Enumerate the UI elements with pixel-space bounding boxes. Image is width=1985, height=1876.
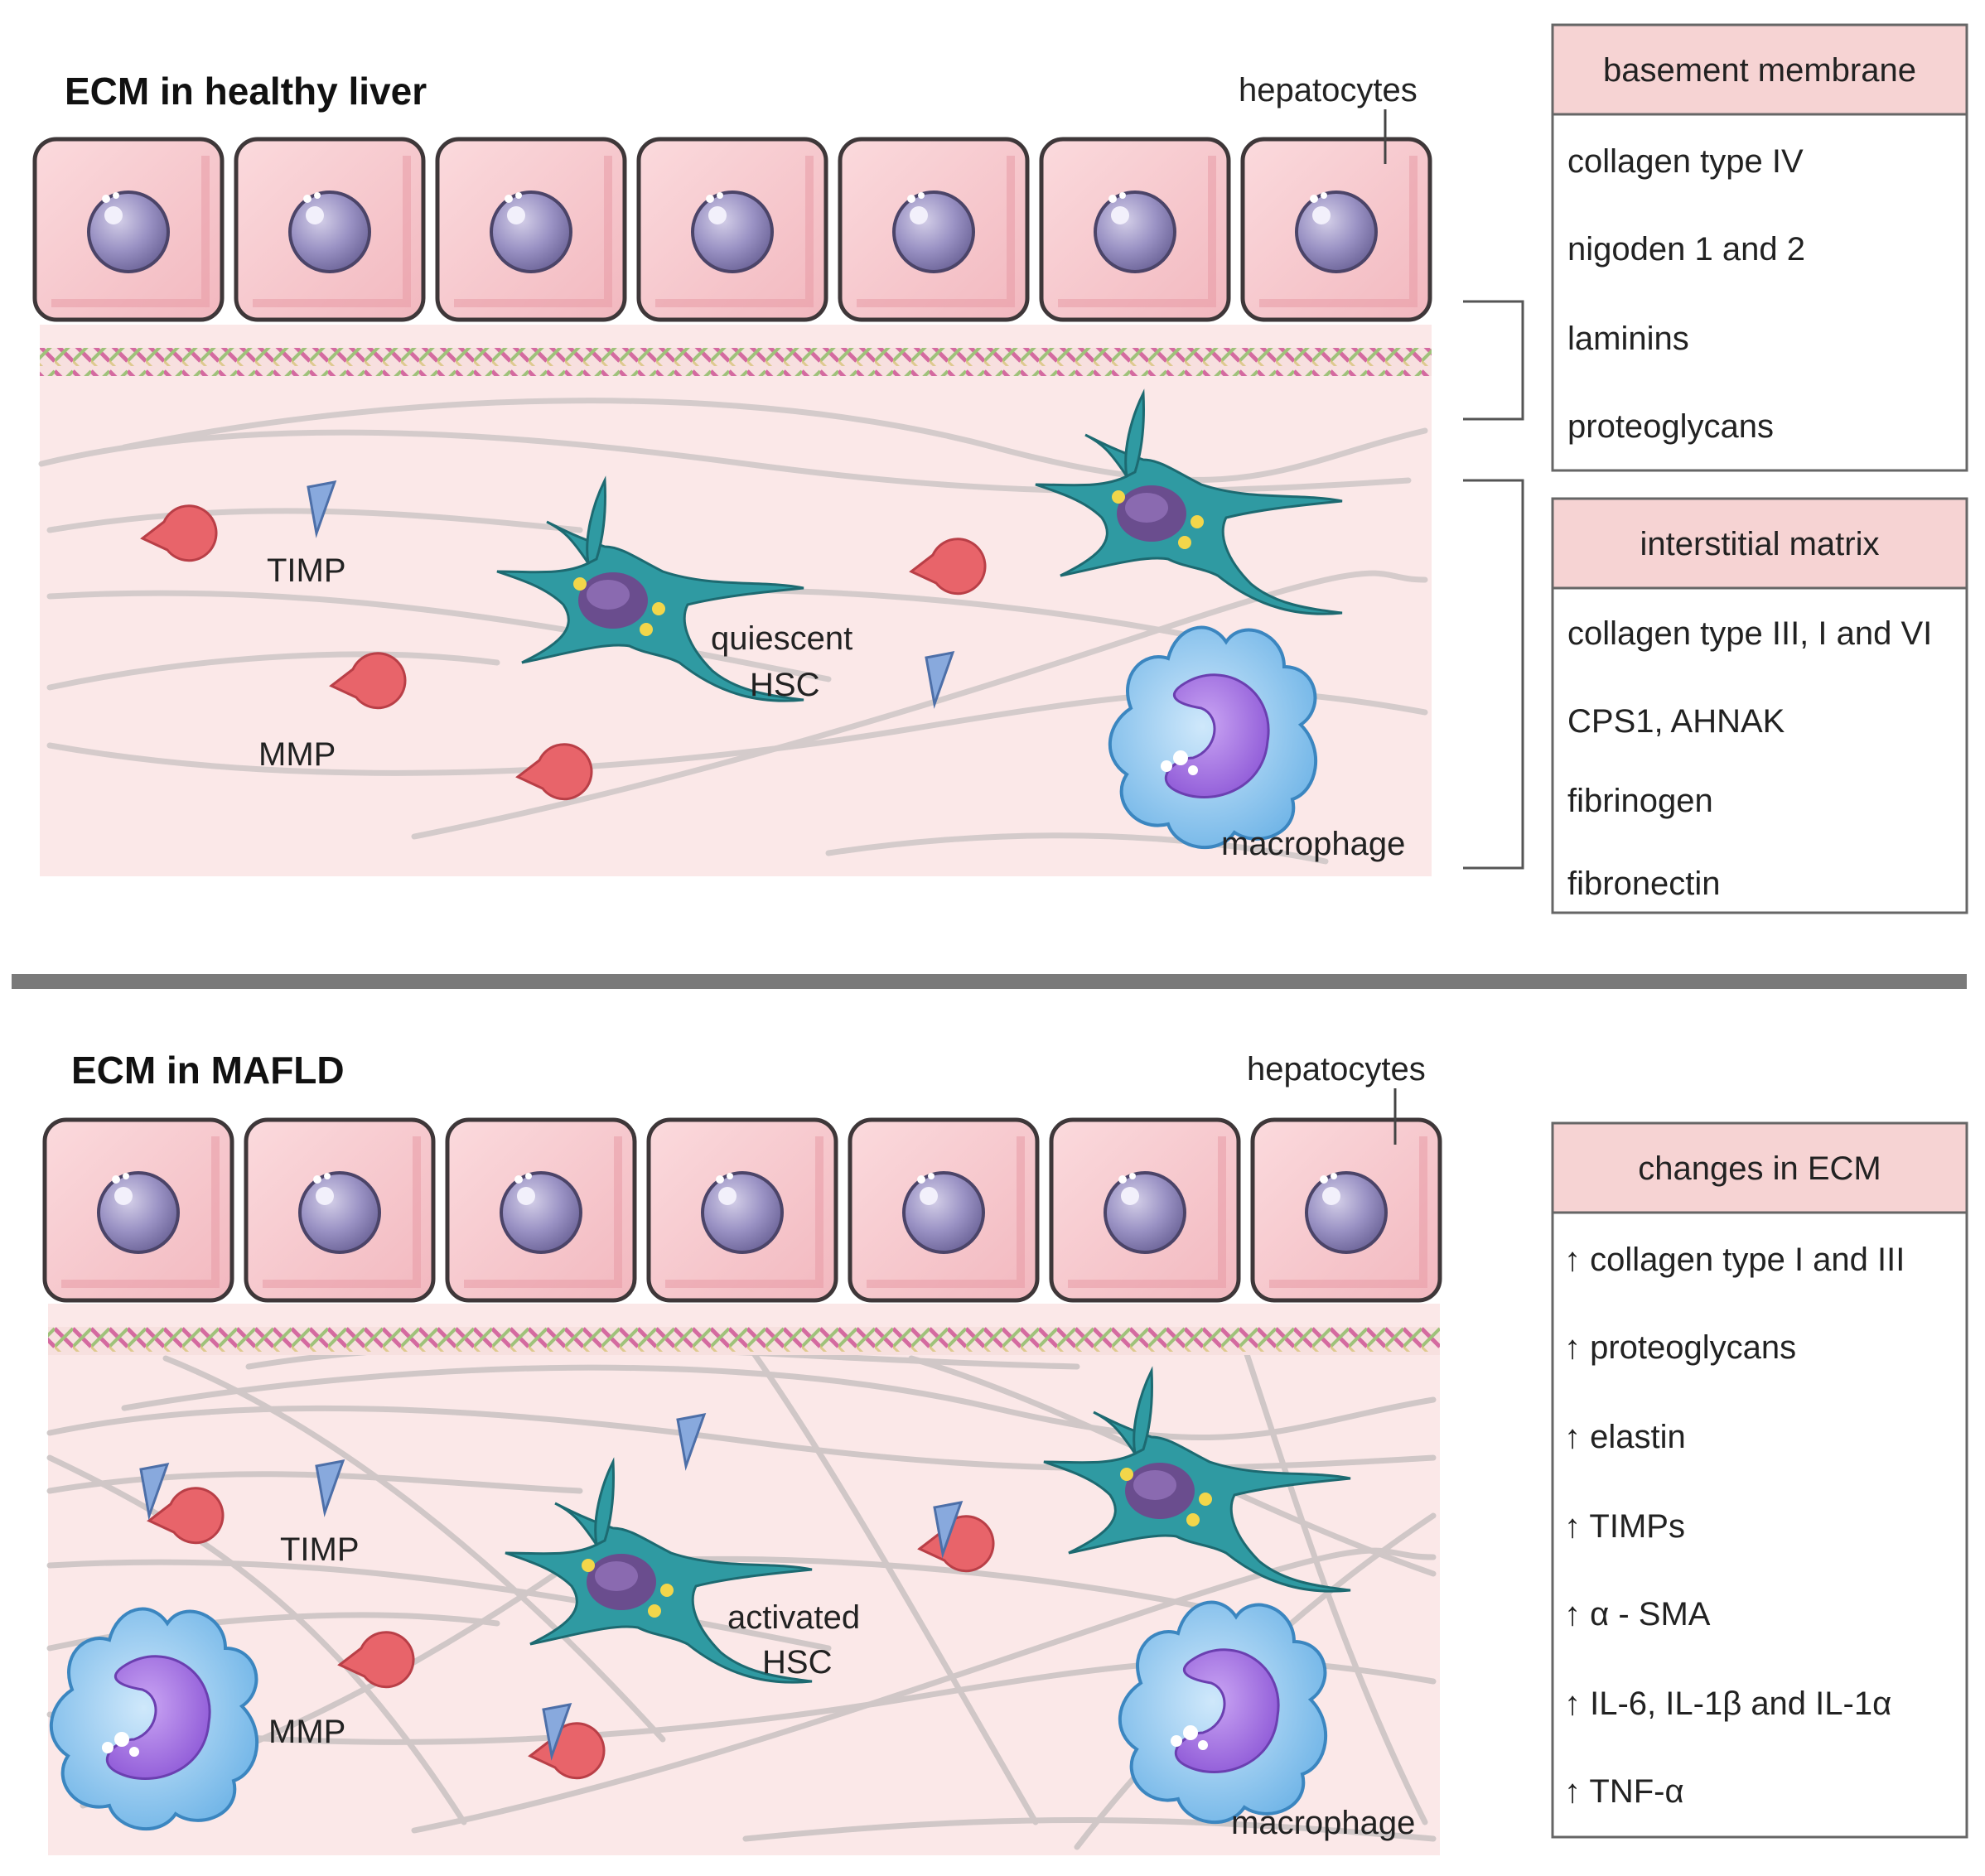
box-header: basement membrane [1603,52,1916,89]
hepatocyte-row [45,1120,1440,1300]
timp-label: TIMP [267,552,346,589]
hepatocyte-cell [246,1120,433,1300]
box-item: nigoden 1 and 2 [1567,231,1805,268]
healthy-panel: ECM in healthy liver hepatocytes TIMP MM… [35,70,1524,876]
mmp-label: MMP [268,1714,345,1750]
hepatocyte-cell [236,139,423,320]
mmp-label: MMP [258,736,336,773]
panel-title: ECM in healthy liver [65,70,427,113]
hepatocyte-cell [850,1120,1037,1300]
box-item: ↑ TIMPs [1564,1508,1685,1545]
box-item: fibronectin [1567,866,1721,902]
hepatocyte-row [35,139,1430,320]
hepatocyte-cell [639,139,826,320]
hepatocyte-cell [840,139,1027,320]
hepatocyte-cell [1041,139,1229,320]
box-header: changes in ECM [1638,1150,1881,1187]
box-item: ↑ IL-6, IL-1β and IL-1α [1564,1686,1891,1722]
basement-membrane-strand [48,1327,1440,1355]
timp-label: TIMP [280,1531,360,1568]
hepatocyte-cell [35,139,222,320]
hepatocyte-cell [45,1120,232,1300]
hepatocyte-cell [1051,1120,1239,1300]
basement-membrane-box: basement membrane collagen type IV nigod… [1551,23,1968,472]
hsc-label-line2: HSC [762,1644,832,1681]
hsc-label-line2: HSC [750,667,819,703]
box-item: CPS1, AHNAK [1567,703,1785,740]
macrophage-label: macrophage [1231,1805,1415,1841]
hepatocytes-label: hepatocytes [1239,72,1418,109]
box-item: ↑ α - SMA [1564,1596,1711,1632]
hepatocyte-cell [649,1120,836,1300]
hepatocyte-cell [1243,139,1430,320]
box-item: collagen type IV [1567,143,1804,180]
box-item: ↑ TNF-α [1564,1773,1684,1810]
box-item: proteoglycans [1567,408,1774,445]
hepatocytes-label: hepatocytes [1247,1051,1426,1088]
macrophage-label: macrophage [1221,826,1405,862]
box-item: fibrinogen [1567,783,1713,819]
hsc-label-line1: quiescent [711,620,852,657]
ecm-fibers [38,398,1428,865]
interstitial-matrix-bracket [1463,479,1524,870]
box-item: ↑ proteoglycans [1564,1329,1796,1366]
changes-in-ecm-box: changes in ECM ↑ collagen type I and III… [1551,1121,1968,1839]
basement-membrane-strand [40,348,1432,376]
box-item: laminins [1567,321,1689,357]
hepatocyte-cell [1253,1120,1440,1300]
box-item: ↑ collagen type I and III [1564,1242,1905,1278]
box-item: ↑ elastin [1564,1419,1686,1455]
hepatocyte-cell [437,139,625,320]
interstitial-matrix-box: interstitial matrix collagen type III, I… [1551,497,1968,914]
box-header: interstitial matrix [1640,526,1880,562]
hepatocyte-cell [447,1120,635,1300]
basement-membrane-bracket [1463,300,1524,421]
box-item: collagen type III, I and VI [1567,615,1932,652]
section-divider [12,974,1967,989]
hsc-label-line1: activated [727,1599,860,1636]
panel-title: ECM in MAFLD [71,1049,345,1092]
mafld-panel: ECM in MAFLD hepatocytes TIMP MMP activa… [45,1049,1440,1855]
